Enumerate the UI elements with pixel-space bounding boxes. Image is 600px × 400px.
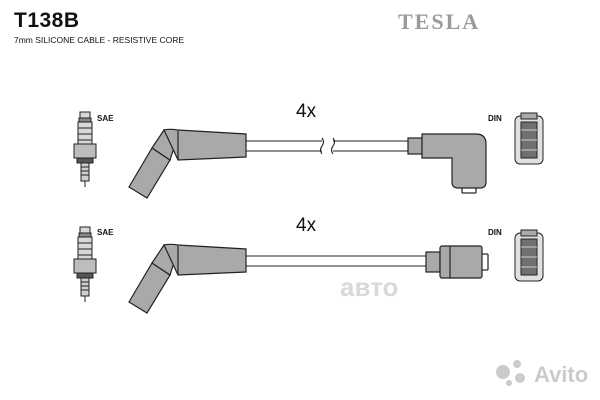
part-number: T138B xyxy=(14,9,80,32)
cable-wire xyxy=(246,137,408,155)
brand-logo: TESLA xyxy=(398,9,481,34)
spark-plug-icon xyxy=(73,226,97,302)
quantity-label: 4x xyxy=(296,215,317,236)
din-terminal-icon xyxy=(514,112,544,165)
quantity-label: 4x xyxy=(296,101,317,122)
angled-boot xyxy=(128,128,247,199)
cable-set-1 xyxy=(73,111,544,199)
angled-boot xyxy=(128,243,247,314)
sae-label: SAE xyxy=(97,114,114,123)
cable-wire xyxy=(246,255,426,267)
avito-watermark: Avito xyxy=(534,362,589,387)
din-label: DIN xyxy=(488,114,502,123)
cable-description: 7mm SILICONE CABLE - RESISTIVE CORE xyxy=(14,35,185,45)
din-label: DIN xyxy=(488,228,502,237)
sae-label: SAE xyxy=(97,228,114,237)
spark-plug-icon xyxy=(73,111,97,187)
center-watermark: авто xyxy=(340,272,399,302)
straight-connector xyxy=(425,245,489,279)
angled-connector xyxy=(407,133,487,194)
din-terminal-icon xyxy=(514,229,544,282)
cable-set-2 xyxy=(73,226,544,314)
avito-logo-icon xyxy=(496,360,525,386)
